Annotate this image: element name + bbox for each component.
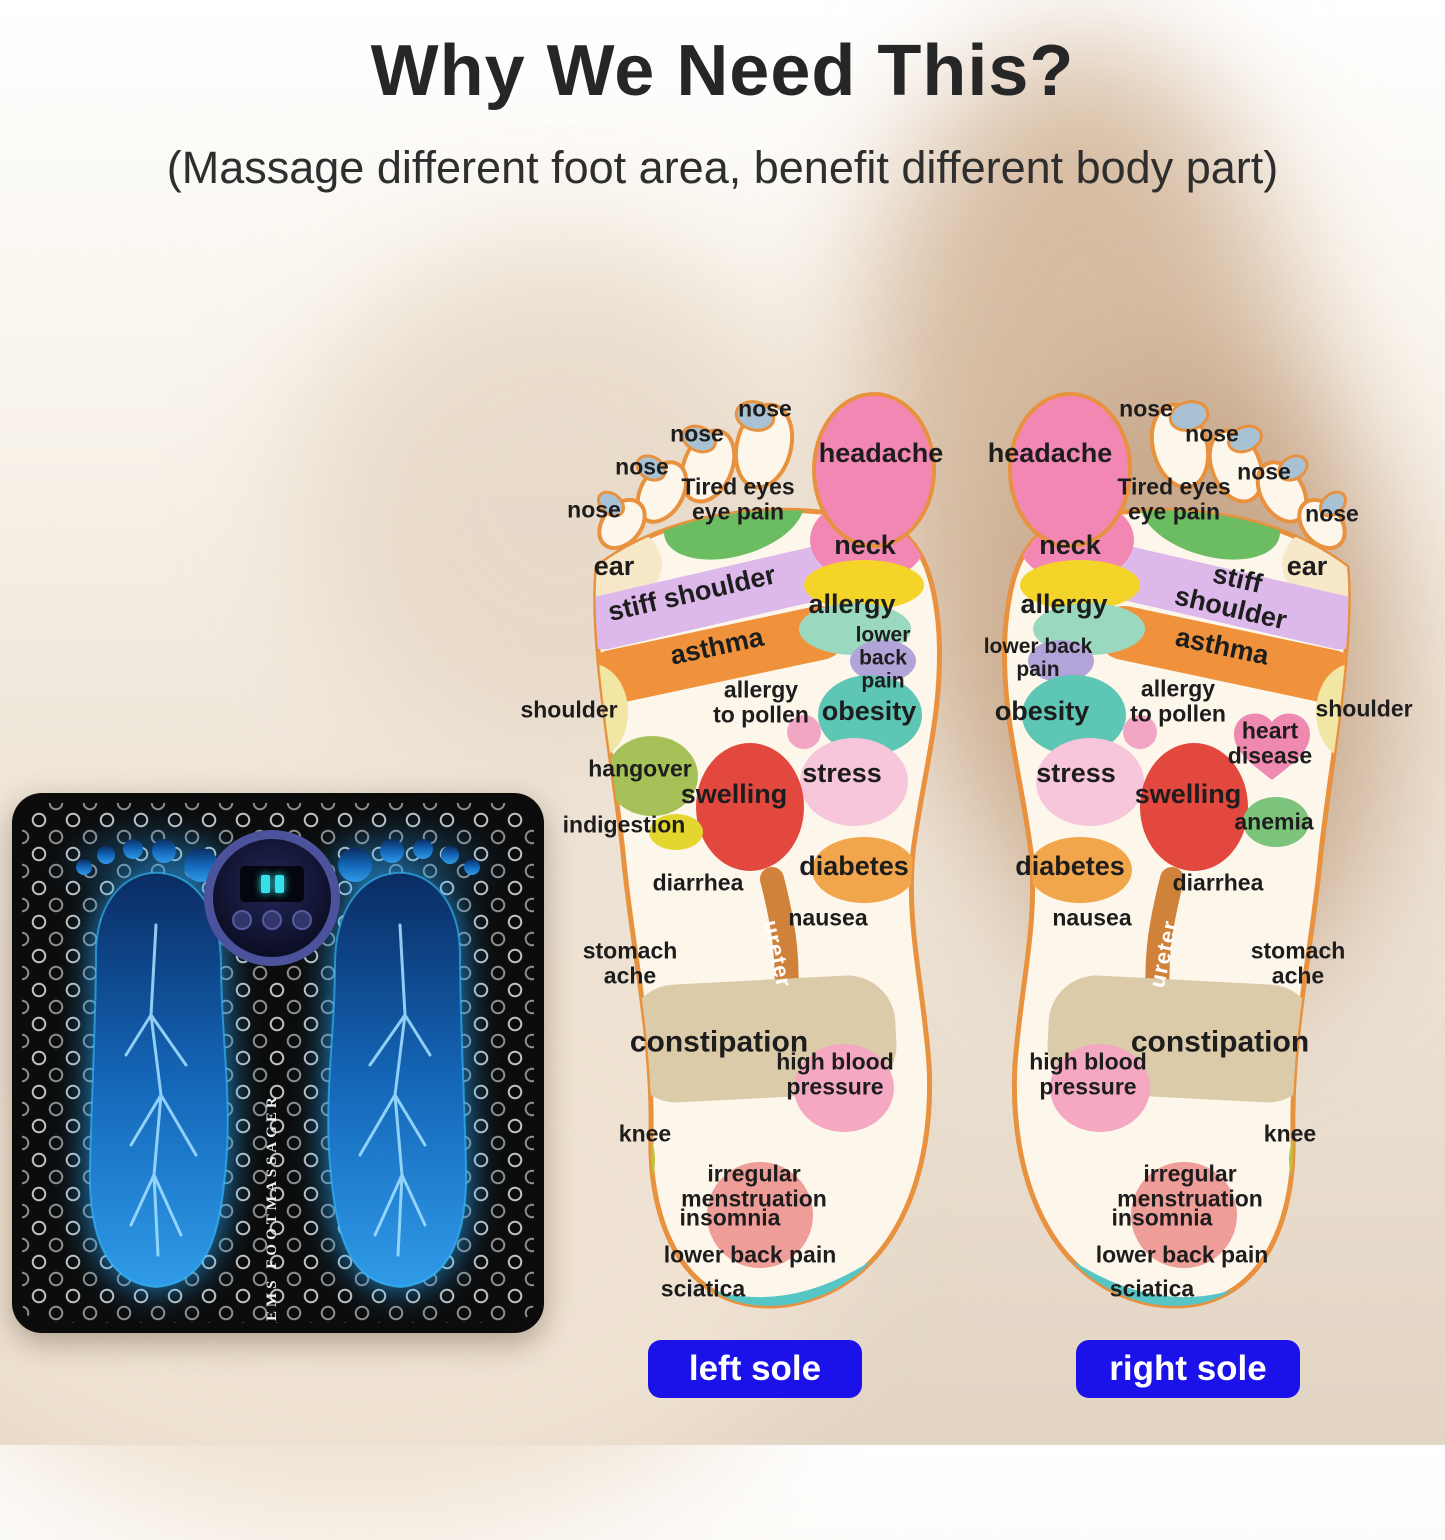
right-sole-svg — [972, 382, 1392, 1342]
controller-display — [240, 866, 304, 902]
left-sole-caption: left sole — [648, 1340, 862, 1398]
ems-controller — [204, 830, 340, 966]
page-subtitle: (Massage different foot area, benefit di… — [166, 142, 1279, 193]
left-sole-svg — [552, 382, 972, 1342]
page-title: Why We Need This? — [370, 31, 1075, 111]
left-sole-diagram: nose nose nose nose headache Tired eyes … — [520, 382, 972, 1342]
pad-right-foot — [326, 837, 482, 1289]
ems-foot-massager-pad: EMS FOOTMASSAGER — [12, 793, 544, 1333]
pad-brand-text: EMS FOOTMASSAGER — [264, 1093, 280, 1321]
right-sole-diagram: headache nose nose nose nose Tired eyes … — [972, 382, 1413, 1342]
controller-buttons — [232, 910, 312, 930]
right-sole-caption: right sole — [1076, 1340, 1300, 1398]
